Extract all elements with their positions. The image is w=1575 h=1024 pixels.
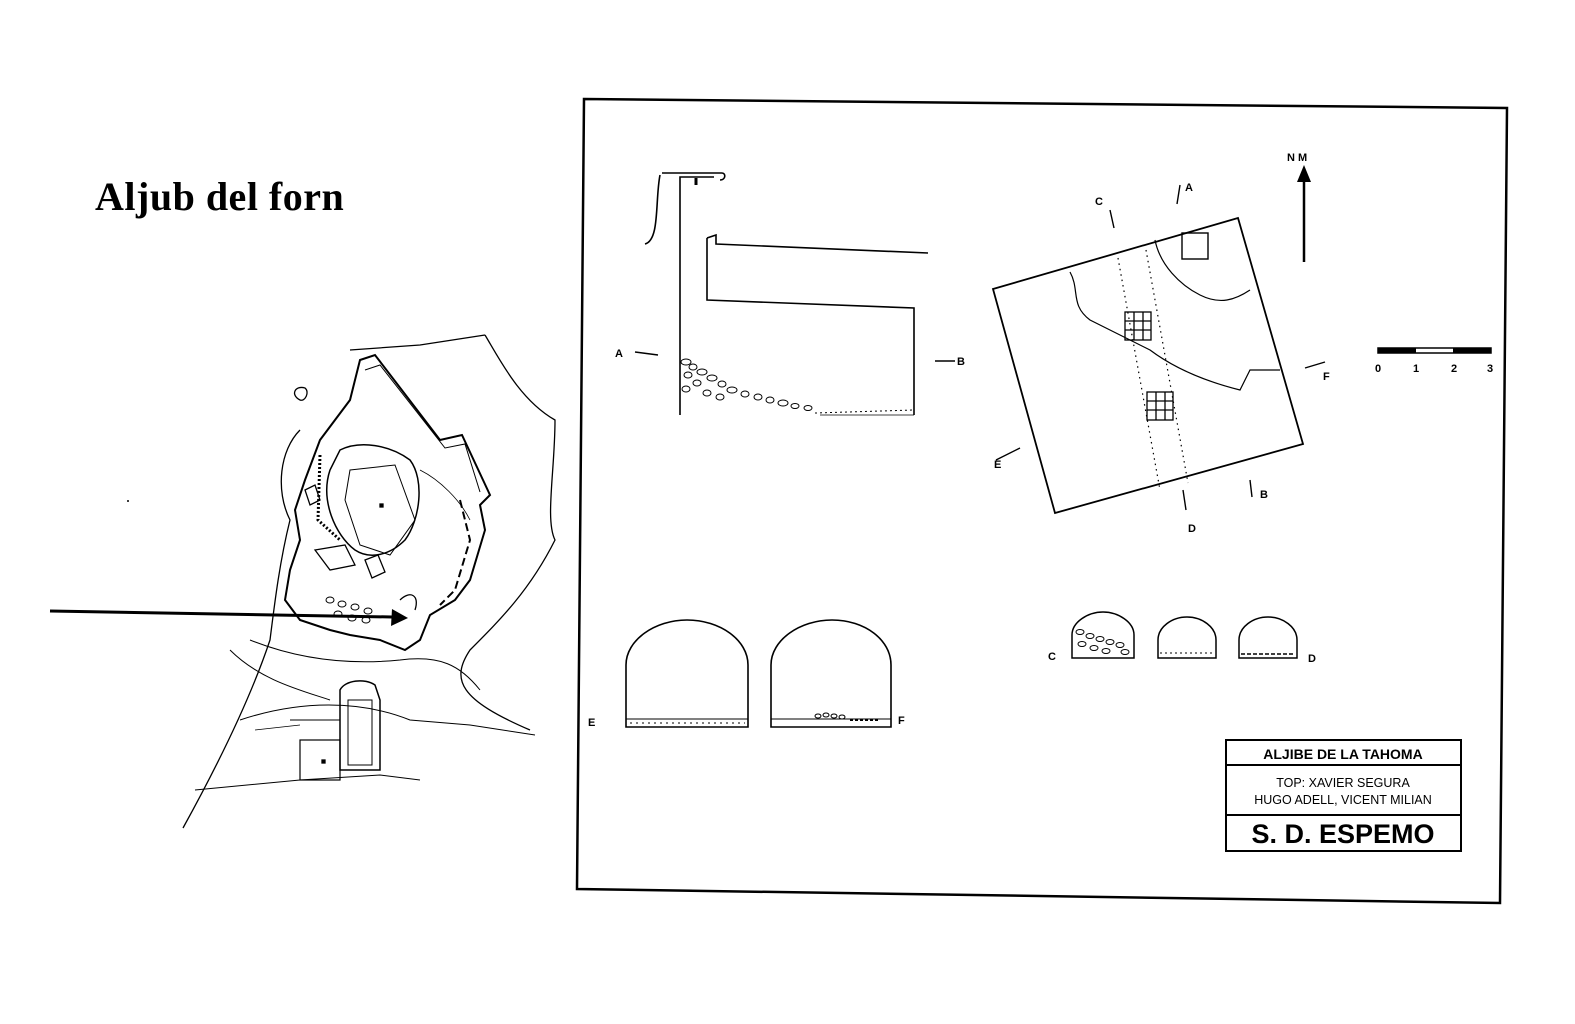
section-a-b [634, 172, 955, 416]
scale-tick-3: 3 [1487, 363, 1493, 375]
scale-bar [1377, 347, 1492, 354]
label-d-section: D [1308, 653, 1316, 665]
label-e-section: E [588, 717, 595, 729]
north-arrow-icon [1297, 165, 1311, 262]
label-c-section: C [1048, 651, 1056, 663]
label-f-plan: F [1323, 371, 1330, 383]
page-title: Aljub del forn [95, 174, 345, 219]
label-a-left: A [615, 348, 623, 360]
section-c-d [1071, 611, 1298, 659]
plan-view [991, 184, 1326, 515]
title-block-credit-1: TOP: XAVIER SEGURA [1276, 776, 1410, 790]
sheet-frame [575, 97, 1509, 905]
title-block-name: ALJIBE DE LA TAHOMA [1263, 746, 1422, 762]
scale-tick-2: 2 [1451, 363, 1457, 375]
scale-tick-1: 1 [1413, 363, 1419, 375]
label-d-plan: D [1188, 523, 1196, 535]
title-block [1225, 739, 1462, 852]
section-e-f [625, 619, 892, 728]
label-b-plan: B [1260, 489, 1268, 501]
scale-tick-0: 0 [1375, 363, 1381, 375]
label-c-plan: C [1095, 196, 1103, 208]
site-plan [182, 334, 556, 829]
title-block-credit-2: HUGO ADELL, VICENT MILIAN [1254, 793, 1432, 807]
label-e-plan: E [994, 459, 1001, 471]
label-f-section: F [898, 715, 905, 727]
title-block-organization: S. D. ESPEMO [1251, 819, 1434, 849]
label-b-right: B [957, 356, 965, 368]
label-a-plan: A [1185, 182, 1193, 194]
north-label: N M [1287, 152, 1307, 164]
location-arrow [49, 609, 408, 626]
